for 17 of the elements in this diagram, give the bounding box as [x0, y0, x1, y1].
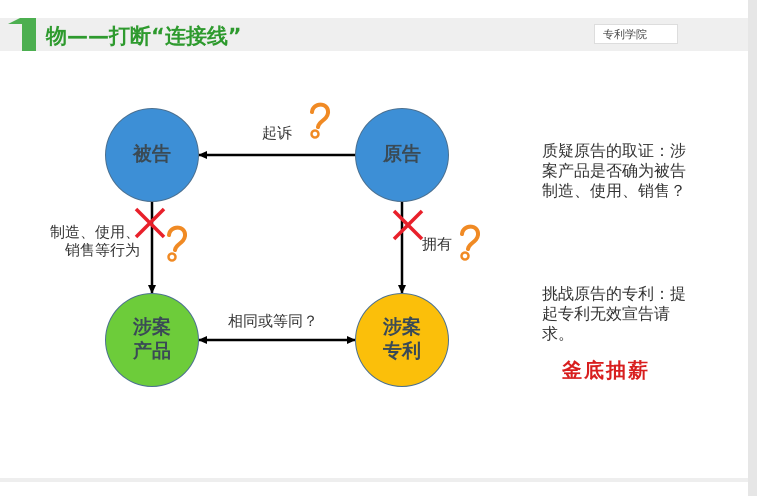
party-circle: 涉案产品 [105, 293, 199, 387]
search-field: 专利学院 [594, 24, 678, 44]
arrow [148, 202, 156, 294]
note-text: 挑战原告的专利：提起专利无效宣告请求。 [542, 284, 687, 344]
party-circle: 涉案专利 [355, 293, 449, 387]
edge-label: 拥有 [422, 235, 452, 253]
party-circle: 被告 [105, 108, 199, 202]
edge-label: 起诉 [262, 124, 292, 142]
edge-label: 制造、使用、销售等行为 [49, 223, 140, 259]
party-circle: 原告 [355, 108, 449, 202]
arrow [198, 151, 355, 159]
arrow [198, 336, 356, 344]
note-text: 质疑原告的取证：涉案产品是否确为被告制造、使用、销售？ [542, 141, 687, 201]
slide-title: 物——打断“连接线” [46, 23, 242, 50]
idiom-text: 釜底抽薪 [562, 357, 650, 384]
arrow [398, 202, 406, 294]
edge-label: 相同或等同？ [228, 312, 318, 330]
